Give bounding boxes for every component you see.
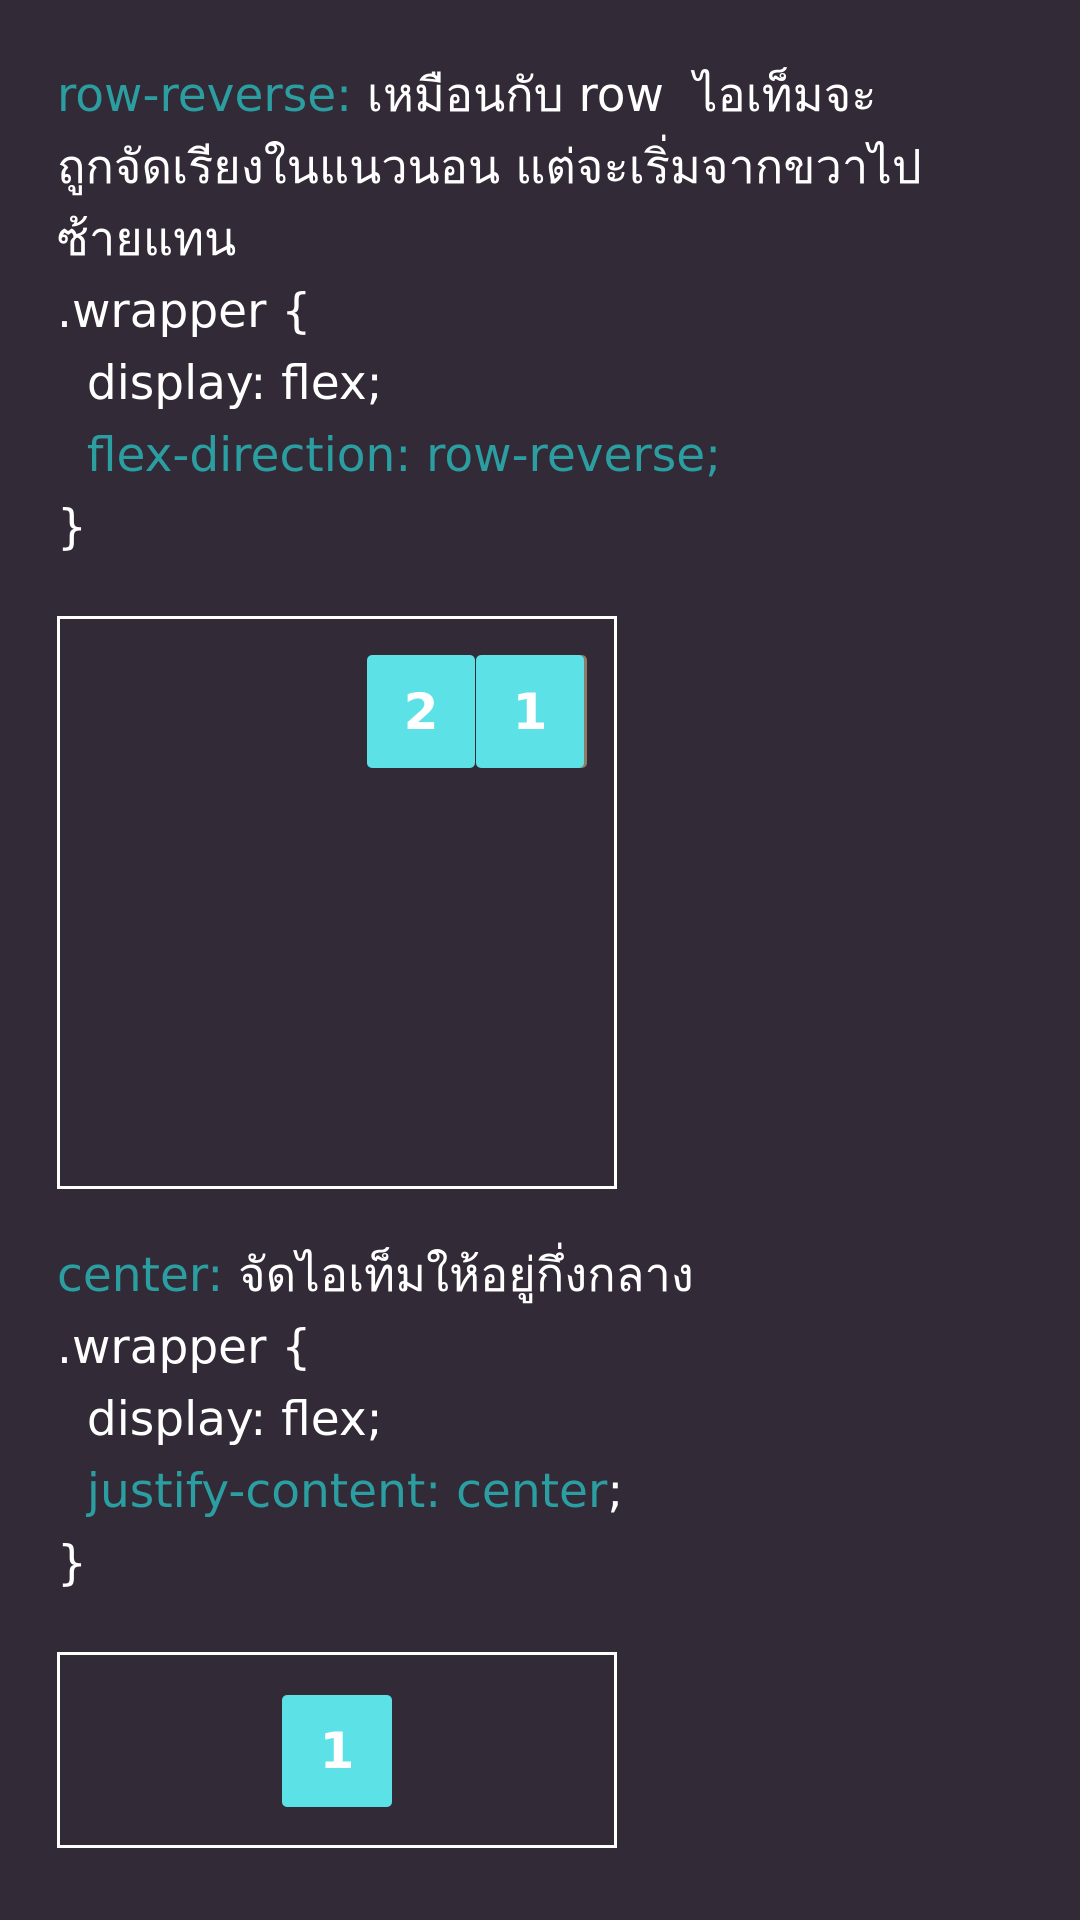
- code-justify-content: justify-content: center;: [57, 1456, 1037, 1528]
- flex-item-1-centered: 1: [282, 1695, 392, 1807]
- row-reverse-description-line-1: row-reverse: เหมือนกับ row ไอเท็มจะ: [57, 60, 1037, 132]
- code-wrapper-close: }: [57, 500, 87, 555]
- center-desc: จัดไอเท็มให้อยู่กึ่งกลาง: [223, 1248, 694, 1303]
- center-demo-container: 1: [57, 1652, 617, 1848]
- code-wrapper-open-2: .wrapper {: [57, 1320, 312, 1375]
- flex-item-1: 1: [476, 655, 584, 768]
- center-description: center: จัดไอเท็มให้อยู่กึ่งกลาง: [57, 1240, 1037, 1312]
- center-keyword: center:: [57, 1248, 224, 1303]
- code-display-flex: display: flex;: [57, 356, 383, 411]
- row-reverse-keyword: row-reverse:: [57, 68, 352, 123]
- row-reverse-description-line-3: ซ้ายแทน: [57, 212, 237, 267]
- code-display-flex-2: display: flex;: [57, 1392, 383, 1447]
- row-reverse-description-line-2: ถูกจัดเรียงในแนวนอน แต่จะเริ่มจากขวาไป: [57, 140, 922, 195]
- row-reverse-desc-1: เหมือนกับ row ไอเท็มจะ: [351, 68, 877, 123]
- row-reverse-demo-container: 2 1: [57, 616, 617, 1189]
- code-flex-direction: flex-direction: row-reverse;: [57, 428, 722, 483]
- code-wrapper-open: .wrapper {: [57, 284, 312, 339]
- code-justify-content-prop: justify-content: center: [57, 1464, 608, 1519]
- flex-item-2: 2: [367, 655, 475, 768]
- code-semicolon: ;: [607, 1464, 624, 1519]
- code-wrapper-close-2: }: [57, 1536, 87, 1591]
